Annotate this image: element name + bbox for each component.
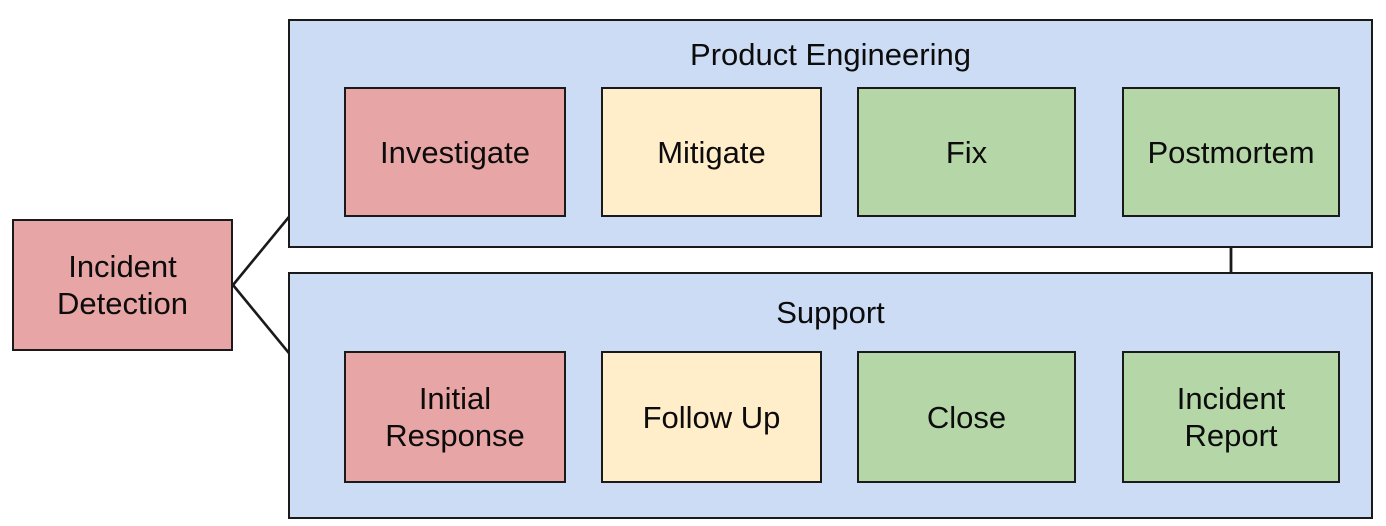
- node-close[interactable]: Close: [857, 351, 1076, 483]
- node-fix-label: Fix: [945, 134, 988, 170]
- node-follow-up[interactable]: Follow Up: [601, 351, 822, 483]
- node-mitigate[interactable]: Mitigate: [601, 87, 822, 217]
- node-investigate[interactable]: Investigate: [344, 87, 566, 217]
- node-mitigate-label: Mitigate: [657, 134, 766, 170]
- node-postmortem[interactable]: Postmortem: [1122, 87, 1340, 217]
- node-close-label: Close: [926, 399, 1007, 435]
- node-follow-up-label: Follow Up: [642, 399, 781, 435]
- node-initial-response-label: Initial Response: [385, 381, 525, 453]
- node-incident-report-label: Incident Report: [1176, 381, 1286, 453]
- node-incident-detection[interactable]: Incident Detection: [12, 219, 233, 351]
- node-initial-response[interactable]: Initial Response: [344, 351, 566, 483]
- node-investigate-label: Investigate: [380, 134, 530, 170]
- lane-support-title: Support: [776, 295, 885, 330]
- node-incident-detection-label: Incident Detection: [57, 249, 188, 321]
- node-fix[interactable]: Fix: [857, 87, 1076, 217]
- node-incident-report[interactable]: Incident Report: [1122, 351, 1340, 483]
- node-postmortem-label: Postmortem: [1147, 134, 1315, 170]
- lane-product-engineering-title: Product Engineering: [690, 37, 971, 72]
